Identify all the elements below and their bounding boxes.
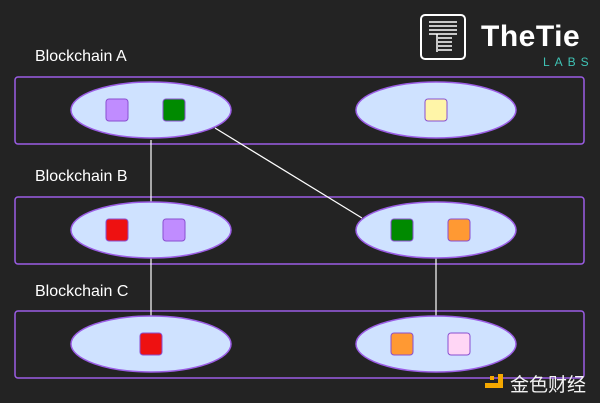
brand-name: TheTie (481, 20, 581, 53)
token-square-red (139, 332, 163, 356)
chain-label-c: Blockchain C (35, 283, 129, 300)
token-square-green (162, 98, 186, 122)
token-square-purple (162, 218, 186, 242)
token-square-purple (105, 98, 129, 122)
link-line (214, 127, 363, 219)
token-square-orange (447, 218, 471, 242)
token-square-yellow (424, 98, 448, 122)
watermark: 金色财经 (510, 375, 587, 396)
token-square-pink (447, 332, 471, 356)
chain-label-a: Blockchain A (35, 48, 127, 65)
token-square-red (105, 218, 129, 242)
node-ellipse (355, 201, 517, 259)
chain-box (14, 196, 585, 265)
jinse-logo-icon (485, 374, 503, 390)
token-square-green (390, 218, 414, 242)
node-ellipse (70, 201, 232, 259)
brand-sub: LABS (543, 55, 594, 69)
token-square-orange (390, 332, 414, 356)
node-ellipse (70, 81, 232, 139)
node-ellipse (355, 315, 517, 373)
chain-box (14, 76, 585, 145)
thetie-logo-icon (420, 14, 466, 60)
chain-label-b: Blockchain B (35, 168, 128, 185)
chain-box (14, 310, 585, 379)
